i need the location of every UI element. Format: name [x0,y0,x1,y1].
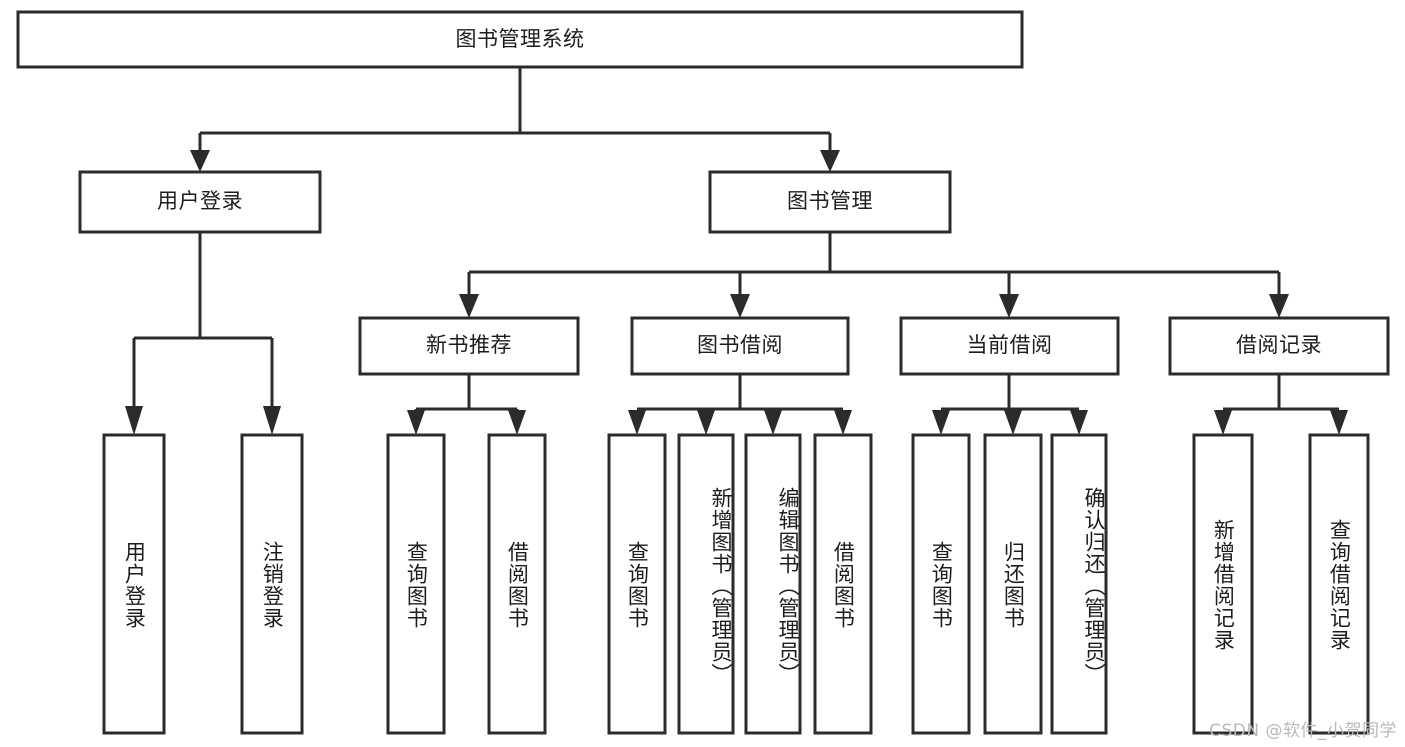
node-box-leaf-logout[interactable] [240,433,304,735]
node-box-leaf-add-record[interactable] [1192,433,1254,735]
node-box-current-borrow[interactable] [899,316,1120,376]
arrowhead-leaf-query-book-2 [628,410,646,435]
csdn-watermark: CSDN @软件_小贺同学 [1209,721,1397,741]
node-box-borrow-record[interactable] [1168,316,1390,376]
arrowhead-current-borrow [999,294,1019,318]
arrowhead-leaf-query-book-3 [932,410,950,435]
connector-group-root [190,67,840,172]
arrowhead-borrow-record [1269,294,1289,318]
node-box-leaf-query-book-2[interactable] [607,433,667,735]
arrowhead-leaf-borrow-book-1 [508,410,526,435]
node-box-leaf-edit-book[interactable] [744,433,802,735]
node-box-leaf-add-book[interactable] [677,433,735,735]
node-box-leaf-user-login[interactable] [102,433,166,735]
node-box-user-login[interactable] [78,170,322,234]
connector-group-book-borrow-children [628,374,852,435]
node-box-leaf-confirm-return[interactable] [1050,433,1108,735]
arrowhead-leaf-borrow-book-2 [834,410,852,435]
arrowhead-leaf-logout [263,406,281,435]
node-box-leaf-query-record[interactable] [1308,433,1370,735]
arrowhead-leaf-edit-book [764,410,782,435]
connector-group-book-manage [459,232,1289,318]
connector-group-current-borrow-children [932,374,1088,435]
connector-group-borrow-record-children [1214,374,1348,435]
node-box-book-manage[interactable] [708,170,952,234]
arrowhead-leaf-add-record [1214,410,1232,435]
arrowhead-user-login [190,150,210,172]
arrowhead-leaf-query-record [1330,410,1348,435]
arrowhead-leaf-return-book [1004,410,1022,435]
node-box-root[interactable] [16,10,1024,69]
arrowhead-leaf-confirm-return [1070,410,1088,435]
connector-group-new-book-children [407,374,526,435]
node-box-leaf-query-book-3[interactable] [911,433,971,735]
arrowhead-book-manage [820,150,840,172]
node-box-new-book-recommend[interactable] [358,316,580,376]
node-box-leaf-return-book[interactable] [983,433,1043,735]
arrowhead-new-book-recommend [459,294,479,318]
arrowhead-leaf-query-book-1 [407,410,425,435]
arrowhead-leaf-add-book [697,410,715,435]
node-box-book-borrow[interactable] [630,316,850,376]
node-box-leaf-borrow-book-2[interactable] [813,433,873,735]
arrowhead-leaf-user-login [125,406,143,435]
node-box-leaf-borrow-book-1[interactable] [487,433,547,735]
node-box-leaf-query-book-1[interactable] [386,433,446,735]
arrowhead-book-borrow [730,294,750,318]
connector-group-user-login-children [125,232,281,435]
